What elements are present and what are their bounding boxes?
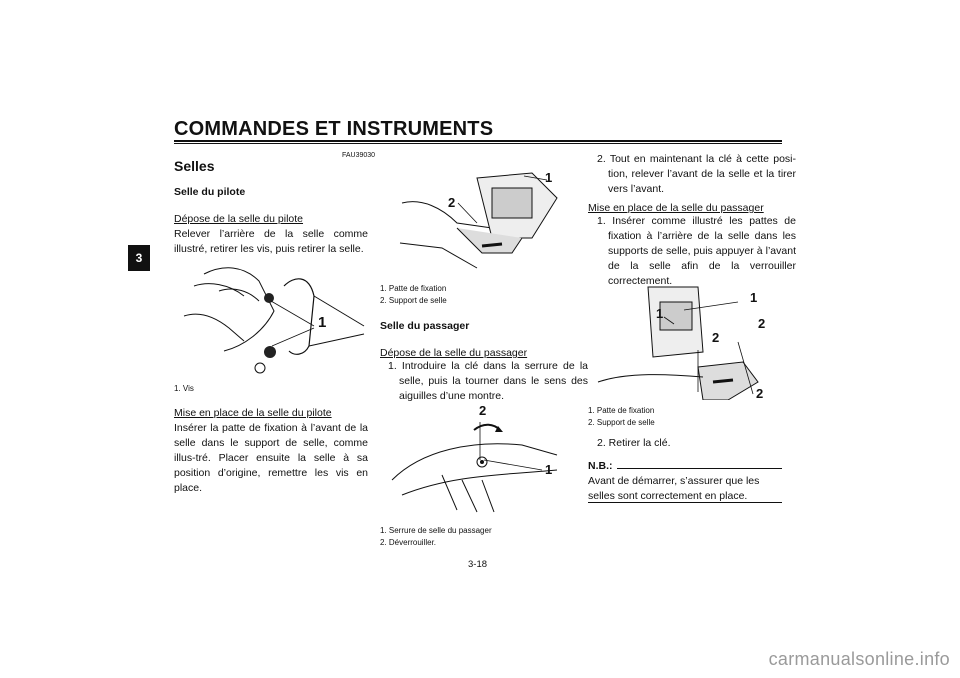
figure-caption: 1. Patte de fixation bbox=[380, 284, 447, 293]
figure-caption: 2. Support de selle bbox=[588, 418, 655, 427]
figure-callout: 2 bbox=[756, 386, 764, 400]
section-title: Selles bbox=[174, 158, 215, 174]
figure-callout: 1 bbox=[545, 170, 553, 185]
note-bottom-rule bbox=[588, 502, 782, 503]
rider-seat-figure: 1 bbox=[174, 256, 368, 378]
passenger-install-step-1: 1. Insérer comme illustré les pattes de … bbox=[597, 215, 796, 287]
note-rule bbox=[616, 468, 782, 469]
passenger-step-remove-key: 2. Retirer la clé. bbox=[597, 437, 671, 449]
reference-code: FAU39030 bbox=[342, 152, 376, 159]
header-rule-thin bbox=[174, 143, 782, 144]
rider-seat-removal-heading: Dépose de la selle du pilote bbox=[174, 213, 304, 225]
rider-seat-install-text: Insérer la patte de fixation à l’avant d… bbox=[174, 422, 368, 494]
watermark: carmanualsonline.info bbox=[768, 649, 950, 669]
page-header-title: COMMANDES ET INSTRUMENTS bbox=[174, 118, 494, 140]
seat-lock-figure: 2 1 bbox=[382, 400, 576, 518]
figure-callout: 2 bbox=[758, 316, 766, 331]
figure-callout: 2 bbox=[448, 195, 456, 210]
figure-callout: 2 bbox=[479, 403, 487, 418]
rider-seat-install-heading: Mise en place de la selle du pilote bbox=[174, 407, 332, 419]
passenger-step-2: 2. Tout en maintenant la clé à cette pos… bbox=[597, 153, 796, 195]
page-number: 3-18 bbox=[468, 559, 488, 570]
figure-caption: 2. Déverrouiller. bbox=[380, 538, 437, 547]
figure-callout: 2 bbox=[712, 330, 720, 345]
rider-seat-subtitle: Selle du pilote bbox=[174, 186, 246, 198]
figure-caption: 1. Serrure de selle du passager bbox=[380, 526, 492, 535]
passenger-seat-removal-heading: Dépose de la selle du passager bbox=[380, 347, 528, 359]
passenger-seat-subtitle: Selle du passager bbox=[380, 320, 470, 332]
figure-callout: 1 bbox=[318, 314, 327, 331]
note-text: Avant de démarrer, s’assurer que les sel… bbox=[588, 475, 760, 502]
passenger-step-1: 1. Introduire la clé dans la serrure de … bbox=[388, 360, 588, 402]
rider-seat-removal-text: Relever l’arrière de la selle comme illu… bbox=[174, 228, 368, 255]
figure-callout: 1 bbox=[545, 462, 553, 477]
figure-caption: 1. Patte de fixation bbox=[588, 406, 655, 415]
figure-callout: 1 bbox=[750, 290, 758, 305]
chapter-tab: 3 bbox=[128, 245, 150, 271]
header-rule bbox=[174, 140, 782, 142]
figure-caption: 1. Vis bbox=[174, 384, 194, 393]
note-header: N.B.: bbox=[588, 460, 782, 472]
seat-bracket-figure: 1 2 bbox=[382, 158, 576, 278]
passenger-seat-install-heading: Mise en place de la selle du passager bbox=[588, 202, 764, 214]
figure-caption: 2. Support de selle bbox=[380, 296, 447, 305]
seat-install-figure: 1 1 2 2 2 bbox=[588, 282, 782, 400]
figure-callout: 1 bbox=[656, 306, 664, 321]
note-label: N.B.: bbox=[588, 460, 613, 472]
